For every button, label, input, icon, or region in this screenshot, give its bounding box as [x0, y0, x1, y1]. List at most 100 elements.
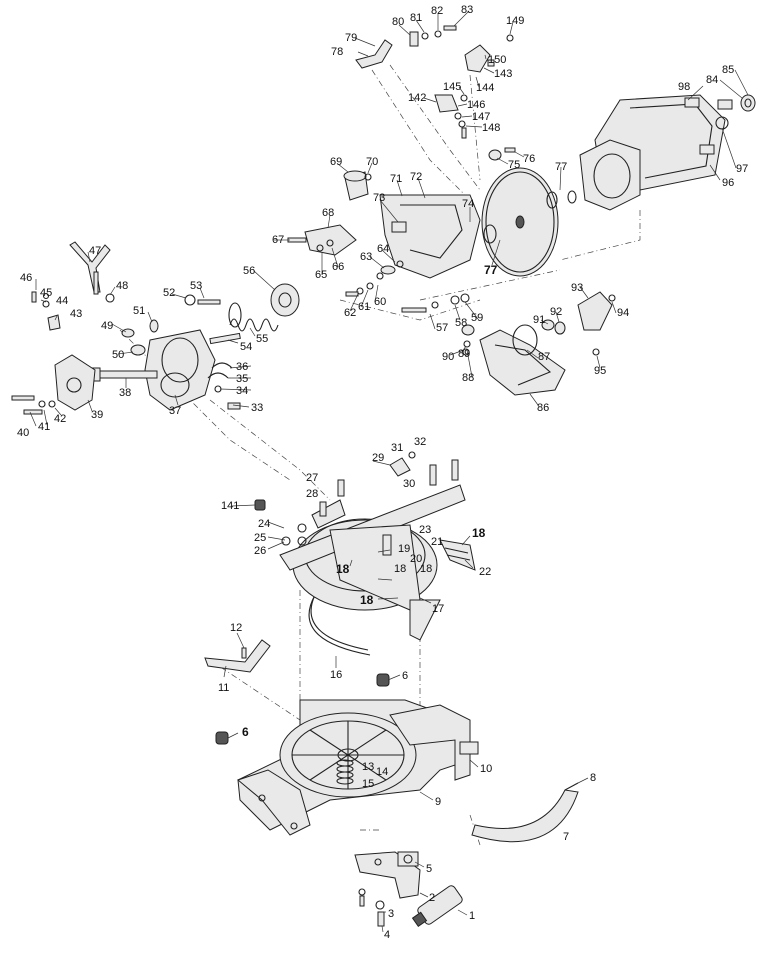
label-58: 58 [455, 317, 467, 329]
label-145: 145 [443, 81, 461, 93]
label-6-bold: 6 [242, 725, 249, 739]
label-53: 53 [190, 280, 202, 292]
label-149: 149 [506, 15, 524, 27]
label-93: 93 [571, 282, 583, 294]
label-59: 59 [471, 312, 483, 324]
label-87: 87 [538, 351, 550, 363]
label-90: 90 [442, 351, 454, 363]
label-32: 32 [414, 436, 426, 448]
label-67: 67 [272, 234, 284, 246]
label-56: 56 [243, 265, 255, 277]
label-5: 5 [426, 863, 432, 875]
label-6: 6 [402, 670, 408, 682]
label-141: 141 [221, 500, 239, 512]
label-49: 49 [101, 320, 113, 332]
label-10: 10 [480, 763, 492, 775]
label-89: 89 [458, 348, 470, 360]
label-43: 43 [70, 308, 82, 320]
label-46: 46 [20, 272, 32, 284]
label-33: 33 [251, 402, 263, 414]
label-3: 3 [388, 908, 394, 920]
label-18-d: 18 [394, 563, 406, 575]
label-150: 150 [488, 54, 506, 66]
label-11: 11 [218, 682, 229, 694]
label-20: 20 [410, 553, 422, 565]
label-62: 62 [344, 307, 356, 319]
label-18-c: 18 [360, 593, 374, 607]
label-88: 88 [462, 372, 474, 384]
part-labels: 1 2 3 4 5 6 6 7 8 9 10 11 12 13 14 15 16… [17, 4, 748, 941]
label-39: 39 [91, 409, 103, 421]
label-78: 78 [331, 46, 343, 58]
label-81: 81 [410, 12, 422, 24]
label-60: 60 [374, 296, 386, 308]
label-147: 147 [472, 111, 490, 123]
label-86: 86 [537, 402, 549, 414]
label-4: 4 [384, 929, 390, 941]
label-42: 42 [54, 413, 66, 425]
label-25: 25 [254, 532, 266, 544]
label-76: 76 [523, 153, 535, 165]
label-8: 8 [590, 772, 596, 784]
label-18-b: 18 [336, 562, 350, 576]
label-26: 26 [254, 545, 266, 557]
label-9: 9 [435, 796, 441, 808]
label-36: 36 [236, 361, 248, 373]
label-15: 15 [362, 778, 374, 790]
label-70: 70 [366, 156, 378, 168]
label-79: 79 [345, 32, 357, 44]
label-24: 24 [258, 518, 270, 530]
label-18-a: 18 [472, 526, 486, 540]
label-34: 34 [236, 385, 248, 397]
label-85: 85 [722, 64, 734, 76]
label-80: 80 [392, 16, 404, 28]
label-148: 148 [482, 122, 500, 134]
label-52: 52 [163, 287, 175, 299]
label-21: 21 [431, 536, 443, 548]
label-35: 35 [236, 373, 248, 385]
label-66: 66 [332, 261, 344, 273]
label-68: 68 [322, 207, 334, 219]
label-74: 74 [462, 198, 474, 210]
label-28: 28 [306, 488, 318, 500]
label-55: 55 [256, 333, 268, 345]
label-48: 48 [116, 280, 128, 292]
label-31: 31 [391, 442, 403, 454]
label-19: 19 [398, 543, 410, 555]
label-142: 142 [408, 92, 426, 104]
leader-lines [29, 10, 749, 933]
label-97: 97 [736, 163, 748, 175]
label-1: 1 [469, 910, 475, 922]
label-71: 71 [390, 173, 402, 185]
label-27: 27 [306, 472, 318, 484]
label-7: 7 [563, 831, 569, 843]
part-drawings [11, 25, 756, 927]
label-92: 92 [550, 306, 562, 318]
label-75: 75 [508, 159, 520, 171]
label-64: 64 [377, 243, 389, 255]
label-143: 143 [494, 68, 512, 80]
label-13: 13 [362, 761, 374, 773]
label-45: 45 [40, 287, 52, 299]
label-2: 2 [429, 892, 435, 904]
label-38: 38 [119, 387, 131, 399]
label-50: 50 [112, 349, 124, 361]
label-82: 82 [431, 5, 443, 17]
label-77-b: 77 [484, 263, 498, 277]
label-69: 69 [330, 156, 342, 168]
label-12: 12 [230, 622, 242, 634]
label-91: 91 [533, 314, 545, 326]
label-51: 51 [133, 305, 145, 317]
label-40: 40 [17, 427, 29, 439]
label-22: 22 [479, 566, 491, 578]
label-18-e: 18 [420, 563, 432, 575]
label-98: 98 [678, 81, 690, 93]
label-17: 17 [432, 603, 444, 615]
label-44: 44 [56, 295, 68, 307]
label-95: 95 [594, 365, 606, 377]
label-146: 146 [467, 99, 485, 111]
label-37: 37 [169, 405, 181, 417]
label-94: 94 [617, 307, 629, 319]
label-47: 47 [89, 245, 101, 257]
